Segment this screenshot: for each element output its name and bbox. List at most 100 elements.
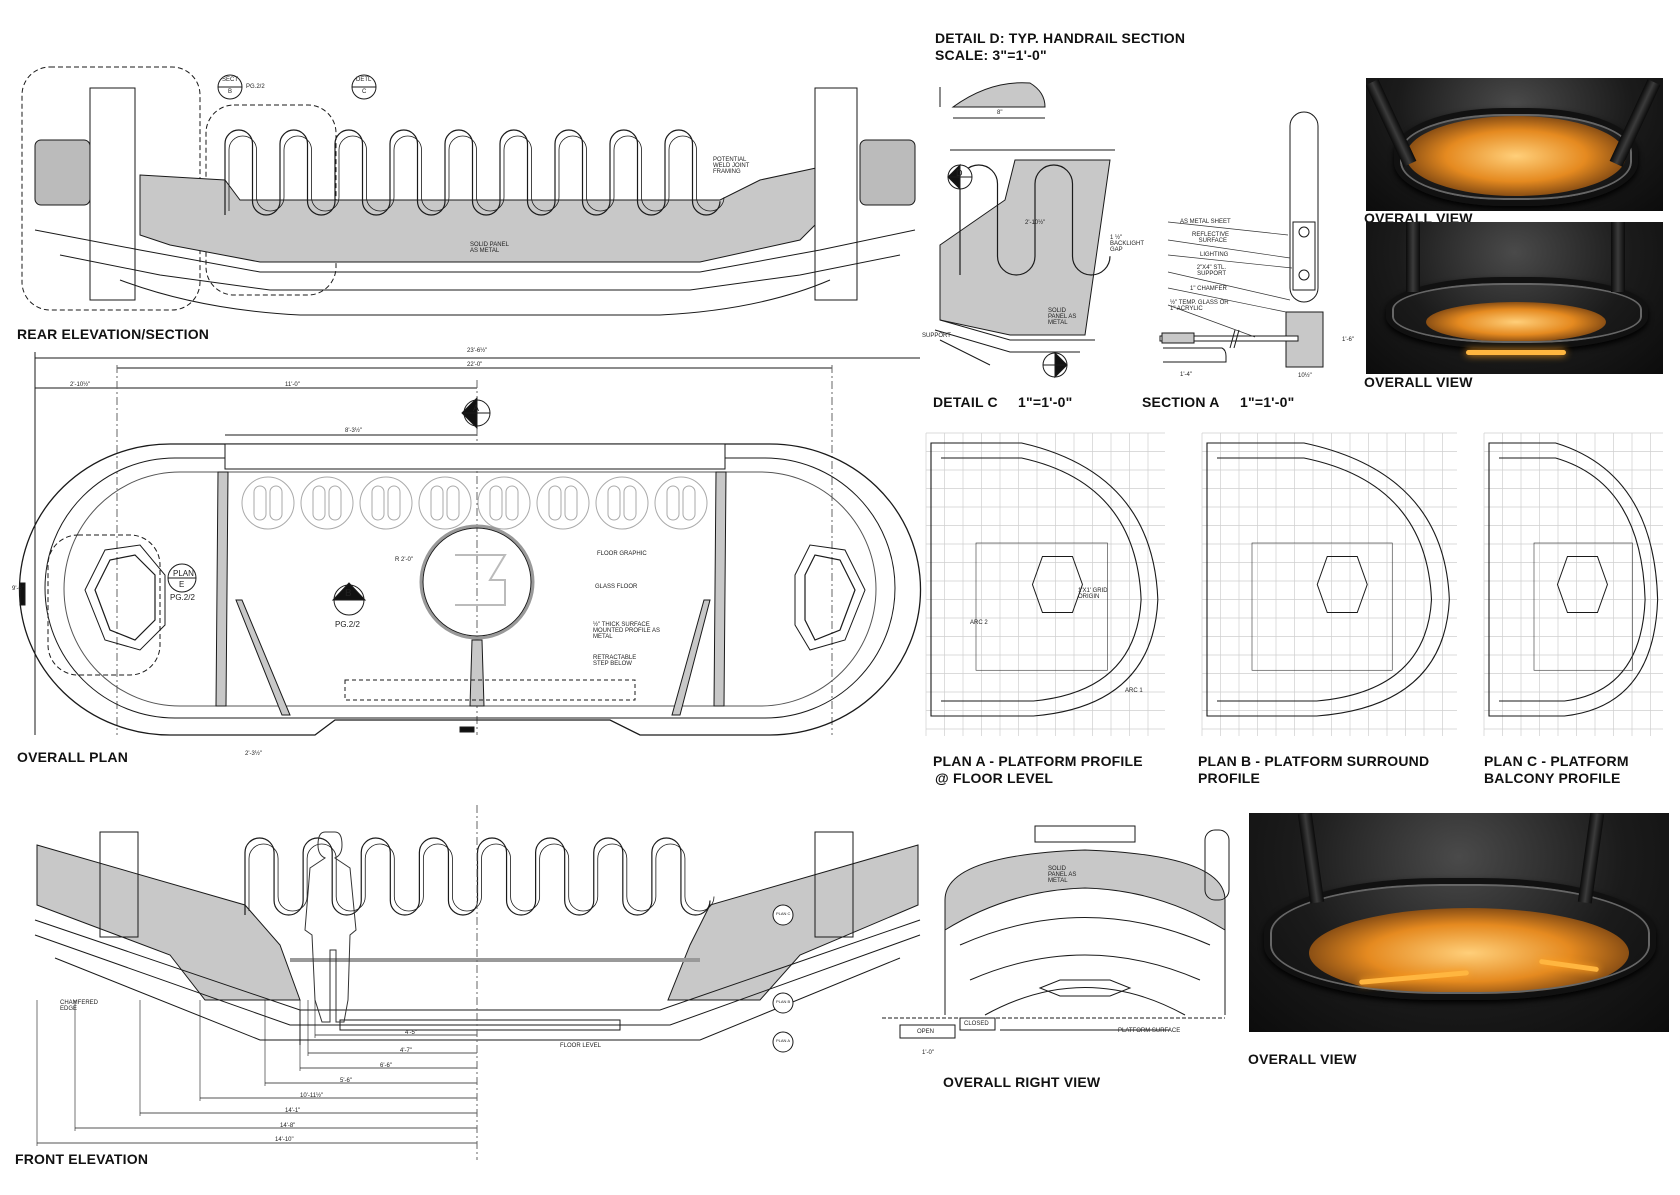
section-a-marker-label: A — [473, 403, 480, 413]
plan-b-profile — [1206, 442, 1450, 717]
detail-c-scale: 1"=1'-0" — [1018, 394, 1073, 410]
floor-graphic-oval — [359, 476, 413, 530]
rear-left-post — [89, 87, 136, 301]
callout-sect-b-top: SECT — [222, 77, 239, 83]
note-support: SUPPORT — [922, 333, 951, 339]
callout-detl-c-bottom: C — [362, 89, 367, 95]
overall-view-title-3: OVERALL VIEW — [1248, 1051, 1357, 1067]
glass-panel — [1159, 335, 1299, 342]
dim-detail-d-width: 8" — [997, 110, 1003, 116]
plan-a-tag-label: PLAN A — [776, 1038, 791, 1043]
handrail-section-profile — [951, 82, 1046, 108]
plan-c-title-line2: BALCONY PROFILE — [1484, 770, 1621, 786]
front-elevation-drawing — [34, 805, 921, 1160]
detail-d-marker-label: D — [956, 168, 963, 178]
plan-c-pod-outline — [1556, 556, 1608, 613]
note-open: OPEN — [917, 1029, 935, 1035]
floor-graphic-oval — [536, 476, 590, 530]
note-lighting: LIGHTING — [1200, 252, 1229, 258]
plan-right-diagonal — [671, 599, 711, 716]
plan-b-title-line2: PROFILE — [1198, 770, 1261, 786]
floor-graphic-oval — [418, 476, 472, 530]
note-chamfered-edge: CHAMFERED EDGE — [60, 1000, 99, 1012]
plan-a-title-line1: PLAN A - PLATFORM PROFILE — [933, 753, 1143, 769]
note-solid-panel-rear: SOLID PANEL AS METAL — [470, 242, 509, 254]
note-floor-level: FLOOR LEVEL — [560, 1043, 602, 1049]
front-right-gray-panel — [667, 844, 919, 1001]
front-elevation-title: FRONT ELEVATION — [15, 1151, 149, 1167]
note-temp-glass: ½" TEMP. GLASS OR 1" ACRYLIC — [1170, 300, 1229, 312]
overall-right-view-drawing — [882, 825, 1230, 1039]
note-solid-panel-right: SOLID PANEL AS METAL — [1048, 866, 1077, 884]
floor-graphic-oval — [300, 476, 354, 530]
rear-elevation-title: REAR ELEVATION/SECTION — [17, 326, 210, 342]
callout-detl-c-top: DETL — [356, 77, 372, 83]
dim-front-3: 6'-6" — [380, 1063, 392, 1069]
floor-graphic-ovals — [241, 476, 708, 530]
rear-right-end — [859, 139, 916, 206]
rear-left-end — [34, 139, 91, 206]
floor-logo-graphic — [455, 554, 507, 606]
plan-inner-stadium — [44, 457, 896, 719]
dim-plan-radius: R 2'-0" — [395, 557, 413, 563]
dim-front-5: 10'-11½" — [300, 1093, 324, 1099]
plan-b-pod-outline — [1316, 556, 1368, 613]
dim-section-a-glass: 1'-4" — [1180, 372, 1192, 378]
floor-graphic-oval — [595, 476, 649, 530]
overall-view-title-2: OVERALL VIEW — [1364, 374, 1473, 390]
floor-graphic-oval — [241, 476, 295, 530]
note-surface-profile: ½" THICK SURFACE MOUNTED PROFILE AS META… — [593, 622, 661, 640]
dim-right-view-width: 1'-0" — [922, 1050, 934, 1056]
rear-base-lines — [34, 229, 916, 316]
plan-top-rail — [224, 443, 726, 470]
note-platform-surface: PLATFORM SURFACE — [1118, 1028, 1181, 1034]
note-chamfer: 1" CHAMFER — [1190, 286, 1227, 292]
dim-front-4: 5'-6" — [340, 1078, 352, 1084]
detail-c-handrail-fins — [959, 164, 1111, 276]
callout-sect-b-bottom: B — [228, 89, 233, 95]
dim-section-a-height: 1'-6" — [1342, 337, 1354, 343]
dim-plan-cl: 22'-0" — [467, 362, 483, 368]
plan-a-pod-outline — [1031, 556, 1083, 613]
note-as-metal-sheet: AS METAL SHEET — [1180, 219, 1231, 225]
dim-front-7: 14'-8" — [280, 1123, 296, 1129]
dim-detail-c-height: 2'-10½" — [1025, 220, 1046, 226]
dim-front-6: 14'-1" — [285, 1108, 301, 1114]
section-b-marker-label: B — [345, 588, 352, 599]
dim-plan-height: 9'-6" — [12, 586, 24, 592]
overall-plan-title: OVERALL PLAN — [17, 749, 129, 765]
plan-left-diagonal — [235, 599, 291, 716]
closed-box — [959, 1017, 996, 1031]
note-closed: CLOSED — [964, 1021, 989, 1027]
callout-plan-e-bottom: E — [179, 580, 185, 589]
dim-front-1: 4'-5" — [405, 1030, 417, 1036]
human-figure-silhouette — [304, 831, 357, 1023]
note-plan-a-arc1: ARC 1 — [1125, 688, 1143, 694]
section-a-drawing — [1159, 111, 1324, 368]
plan-right-pod — [804, 554, 856, 641]
detail-d-drawing — [939, 82, 1046, 119]
note-plan-a-origin: 1'X1' GRID ORIGIN — [1078, 588, 1108, 600]
plan-c-title-line1: PLAN C - PLATFORM — [1484, 753, 1629, 769]
dim-plan-overall: 23'-6½" — [467, 348, 488, 354]
note-glass-floor: GLASS FLOOR — [595, 584, 638, 590]
detail-d-marker-top — [947, 163, 973, 191]
plan-c-tag-label: PLAN C — [776, 911, 791, 916]
plan-left-strut — [215, 471, 229, 707]
detail-d-title: DETAIL D: TYP. HANDRAIL SECTION — [935, 30, 1186, 46]
section-a-title: SECTION A — [1142, 394, 1220, 410]
plan-a-profile — [930, 442, 1159, 717]
plan-e-marker — [167, 563, 197, 593]
render-overall-view-top — [1366, 78, 1663, 211]
right-view-hexagon — [1038, 979, 1132, 997]
front-handrail-fins — [244, 837, 711, 916]
detail-d-scale: SCALE: 3"=1'-0" — [935, 47, 1047, 63]
note-potential-weld: POTENTIAL WELD JOINT FRAMING — [713, 157, 750, 175]
plan-c-tag — [772, 904, 794, 926]
dim-front-8: 14'-10" — [275, 1137, 294, 1143]
plan-b-title-line1: PLAN B - PLATFORM SURROUND — [1198, 753, 1430, 769]
note-backlight-gap: 1 ½" BACKLIGHT GAP — [1110, 235, 1144, 253]
floor-graphic-oval — [477, 476, 531, 530]
note-reflective-surface: REFLECTIVE SURFACE — [1192, 232, 1230, 244]
dim-section-a-base: 10½" — [1298, 373, 1312, 379]
